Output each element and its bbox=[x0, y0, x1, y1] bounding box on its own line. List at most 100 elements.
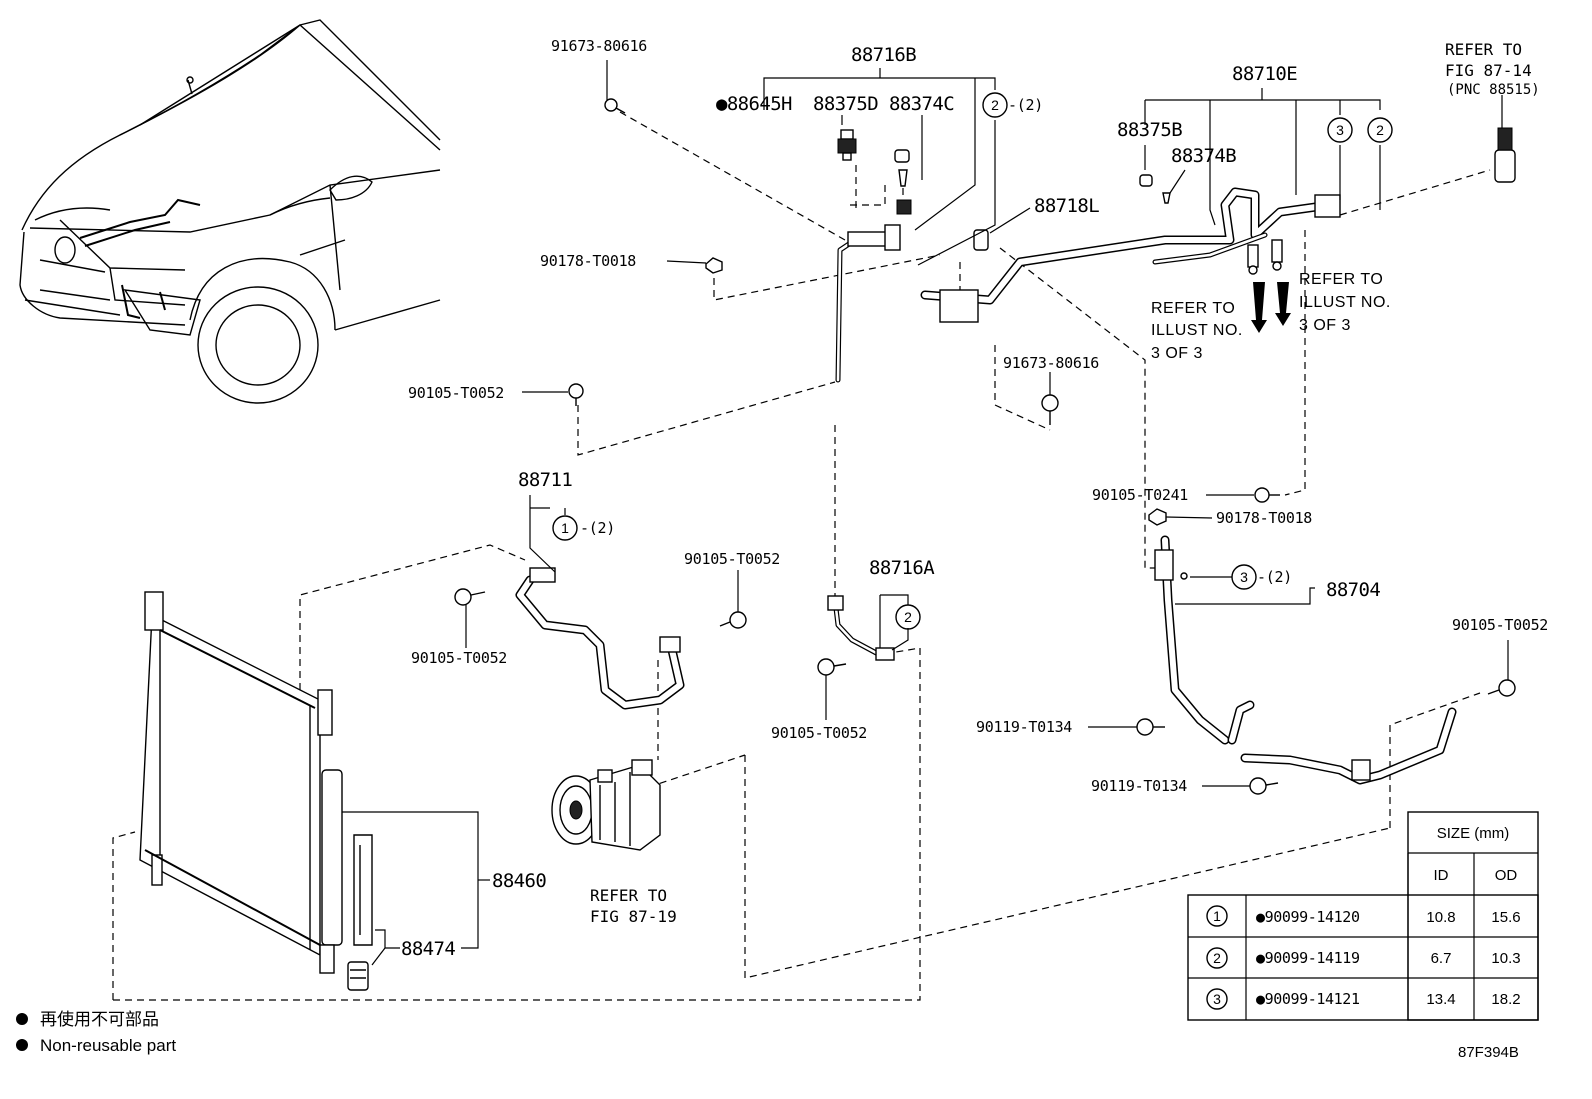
pipe-88710e bbox=[920, 187, 1341, 323]
callout-88718l: 88718L bbox=[1034, 195, 1099, 217]
callout-88375b: 88375B bbox=[1117, 119, 1182, 141]
svg-text:18.2: 18.2 bbox=[1491, 991, 1520, 1008]
bolt-icon bbox=[1254, 487, 1280, 503]
size-table-col-od: OD bbox=[1495, 867, 1518, 884]
small-parts bbox=[454, 98, 1516, 795]
svg-text:2: 2 bbox=[904, 609, 912, 625]
svg-text:3 OF 3: 3 OF 3 bbox=[1299, 317, 1351, 334]
bullet-icon bbox=[16, 1013, 28, 1025]
svg-text:1: 1 bbox=[1213, 908, 1221, 924]
svg-text:●90099-14119: ●90099-14119 bbox=[1256, 949, 1360, 967]
circled-numbers: 2 3 2 1 2 3 bbox=[552, 92, 1393, 630]
legend: 再使用不可部品 Non-reusable part bbox=[16, 1009, 176, 1055]
svg-text:13.4: 13.4 bbox=[1426, 991, 1455, 1008]
svg-text:FIG 87-19: FIG 87-19 bbox=[590, 907, 677, 926]
pipe-88716b bbox=[835, 224, 901, 383]
callout-90119-t0134-a: 90119-T0134 bbox=[976, 718, 1072, 736]
bolt-icon bbox=[454, 588, 486, 606]
svg-text:REFER TO: REFER TO bbox=[1299, 271, 1383, 288]
size-table-row: 3 ●90099-14121 13.4 18.2 bbox=[1206, 988, 1521, 1010]
bolt-icon bbox=[604, 98, 626, 114]
legend-en: Non-reusable part bbox=[40, 1036, 176, 1055]
sensor-icon bbox=[973, 229, 989, 251]
svg-text:FIG 87-14: FIG 87-14 bbox=[1445, 61, 1532, 80]
svg-text:3 OF 3: 3 OF 3 bbox=[1151, 345, 1203, 362]
callout-88460: 88460 bbox=[492, 870, 546, 892]
bolt-icon bbox=[1487, 679, 1516, 697]
bolt-icon bbox=[1136, 718, 1165, 736]
condenser bbox=[139, 591, 343, 974]
svg-text:REFER TO: REFER TO bbox=[590, 886, 667, 905]
callout-90105-t0052-b: 90105-T0052 bbox=[411, 649, 507, 667]
callout-91673-80616-b: 91673-80616 bbox=[1003, 354, 1099, 372]
callout-88645h: ●88645H bbox=[716, 93, 792, 115]
svg-text:2: 2 bbox=[1376, 122, 1384, 138]
callout-88716b: 88716B bbox=[851, 44, 916, 66]
svg-text:2: 2 bbox=[1213, 950, 1221, 966]
circle-2-marker: 2 bbox=[1367, 117, 1393, 143]
hose-88704 bbox=[1154, 535, 1457, 785]
callout-88704: 88704 bbox=[1326, 579, 1380, 601]
callout-90105-t0052-a: 90105-T0052 bbox=[408, 384, 504, 402]
callout-90105-t0241: 90105-T0241 bbox=[1092, 486, 1188, 504]
svg-text:ILLUST NO.: ILLUST NO. bbox=[1299, 294, 1391, 311]
svg-text:REFER TO: REFER TO bbox=[1445, 40, 1522, 59]
callout-90105-t0052-d: 90105-T0052 bbox=[771, 724, 867, 742]
refer-illust-left: REFER TO ILLUST NO. 3 OF 3 bbox=[1151, 300, 1242, 362]
size-table-row: 2 ●90099-14119 6.7 10.3 bbox=[1206, 947, 1521, 969]
circle-3-marker: 3 bbox=[1327, 117, 1353, 143]
bolt-icon bbox=[1249, 777, 1279, 795]
svg-text:6.7: 6.7 bbox=[1431, 950, 1452, 967]
svg-text:1: 1 bbox=[561, 520, 569, 536]
callout-brackets bbox=[342, 60, 1509, 966]
svg-text:REFER TO: REFER TO bbox=[1151, 300, 1235, 317]
circle-2-marker: 2 bbox=[895, 604, 921, 630]
callout-90119-t0134-b: 90119-T0134 bbox=[1091, 777, 1187, 795]
legend-cn: 再使用不可部品 bbox=[40, 1009, 159, 1029]
callout-91673-80616: 91673-80616 bbox=[551, 37, 647, 55]
bolt-icon bbox=[1041, 394, 1059, 425]
svg-text:15.6: 15.6 bbox=[1491, 909, 1520, 926]
callout-90105-t0052-e: 90105-T0052 bbox=[1452, 616, 1548, 634]
svg-text:3: 3 bbox=[1240, 569, 1248, 585]
callout-88374c: 88374C bbox=[889, 93, 954, 115]
svg-text:3: 3 bbox=[1213, 991, 1221, 1007]
callout-90178-t0018-b: 90178-T0018 bbox=[1216, 509, 1312, 527]
callout-88710e: 88710E bbox=[1232, 63, 1297, 85]
svg-text:10.8: 10.8 bbox=[1426, 909, 1455, 926]
bolt-icon bbox=[817, 658, 847, 676]
pipe-88716a bbox=[827, 595, 895, 661]
bolt-icon bbox=[568, 383, 584, 406]
nut-icon bbox=[705, 257, 723, 274]
circle-2-marker: 2 bbox=[982, 92, 1008, 118]
svg-text:10.3: 10.3 bbox=[1491, 950, 1520, 967]
callout-labels: 91673-80616 88716B ●88645H 88375D 88374C… bbox=[401, 37, 1548, 960]
refer-arrows bbox=[1251, 282, 1291, 333]
callout-qty-2: -(2) bbox=[1008, 96, 1043, 114]
callout-qty-2: -(2) bbox=[580, 519, 615, 537]
nut-icon bbox=[1148, 508, 1167, 526]
svg-text:●90099-14121: ●90099-14121 bbox=[1256, 990, 1360, 1008]
valve-core-icon bbox=[898, 169, 908, 187]
bullet-icon bbox=[16, 1039, 28, 1051]
size-table-header: SIZE (mm) bbox=[1437, 825, 1510, 842]
cap-icon bbox=[894, 149, 910, 163]
bolt-icon bbox=[719, 611, 747, 629]
callout-88711: 88711 bbox=[518, 469, 572, 491]
refer-fig-87-19: REFER TO FIG 87-19 bbox=[590, 886, 677, 926]
svg-text:(PNC 88515): (PNC 88515) bbox=[1447, 82, 1540, 98]
pressure-switch-icon bbox=[837, 129, 857, 161]
callout-88375d: 88375D bbox=[813, 93, 878, 115]
circle-1-marker: 1 bbox=[552, 515, 578, 541]
pipe-88711 bbox=[515, 567, 685, 710]
compressor bbox=[551, 759, 661, 851]
size-table: SIZE (mm) ID OD 1 ●90099-14120 10.8 15.6… bbox=[1187, 811, 1539, 1021]
receiver-part-icon bbox=[1494, 127, 1516, 183]
valve-icon bbox=[896, 199, 912, 215]
callout-90105-t0052-c: 90105-T0052 bbox=[684, 550, 780, 568]
callout-88716a: 88716A bbox=[869, 557, 935, 579]
size-table-col-id: ID bbox=[1434, 867, 1449, 884]
callout-88374b: 88374B bbox=[1171, 145, 1236, 167]
size-table-row: 1 ●90099-14120 10.8 15.6 bbox=[1206, 905, 1521, 927]
